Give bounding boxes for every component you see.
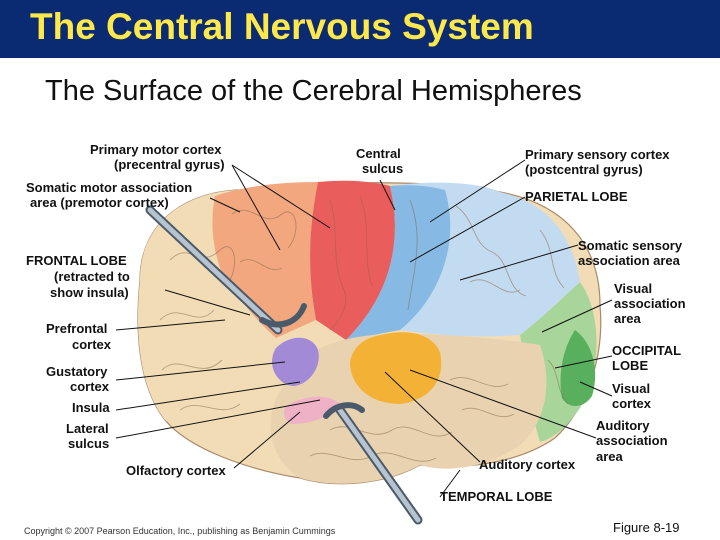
label-frontal-lobe-3: show insula): [50, 285, 129, 300]
leader-lines: [115, 159, 613, 498]
label-somatic-motor-2: area (premotor cortex): [30, 195, 169, 210]
label-somatic-sensory-2: association area: [578, 253, 681, 268]
label-gustatory-2: cortex: [70, 379, 110, 394]
slide-subtitle: The Surface of the Cerebral Hemispheres: [45, 75, 582, 107]
retractor-lower: [323, 402, 423, 525]
figure-number: Figure 8-19: [613, 520, 680, 535]
label-parietal-lobe: PARIETAL LOBE: [525, 189, 628, 204]
temporal-lobe-region: [270, 333, 547, 484]
label-visual-cortex-1: Visual: [612, 381, 650, 396]
label-gustatory-1: Gustatory: [46, 364, 108, 379]
label-occipital-2: LOBE: [612, 358, 648, 373]
label-auditory-assoc-2: association: [596, 433, 668, 448]
label-frontal-lobe-2: (retracted to: [54, 269, 130, 284]
label-auditory-assoc-1: Auditory: [596, 418, 650, 433]
label-primary-motor-1: Primary motor cortex: [90, 142, 222, 157]
label-visual-assoc-1: Visual: [614, 281, 652, 296]
label-primary-sensory-1: Primary sensory cortex: [525, 147, 670, 162]
premotor-cortex-region: [212, 182, 318, 338]
label-occipital-1: OCCIPITAL: [612, 343, 681, 358]
primary-sensory-cortex-region: [346, 185, 451, 340]
olfactory-cortex-region: [284, 396, 340, 424]
visual-cortex-region: [560, 330, 596, 407]
label-visual-assoc-2: association: [614, 296, 686, 311]
label-auditory-assoc-3: area: [596, 449, 624, 464]
primary-motor-cortex-region: [310, 180, 395, 340]
retractor-upper: [145, 205, 307, 335]
label-primary-motor-2: (precentral gyrus): [114, 157, 225, 172]
label-central-sulcus-1: Central: [356, 146, 401, 161]
slide-title: The Central Nervous System: [30, 6, 534, 47]
auditory-cortex-region: [356, 340, 411, 386]
label-somatic-motor-1: Somatic motor association: [26, 180, 192, 195]
title-bar: [0, 0, 720, 58]
label-olfactory-cortex: Olfactory cortex: [126, 463, 226, 478]
label-auditory-cortex: Auditory cortex: [479, 457, 576, 472]
label-visual-assoc-3: area: [614, 311, 642, 326]
label-somatic-sensory-1: Somatic sensory: [578, 238, 683, 253]
copyright-notice: Copyright © 2007 Pearson Education, Inc.…: [24, 526, 336, 536]
label-visual-cortex-2: cortex: [612, 396, 652, 411]
label-prefrontal-1: Prefrontal: [46, 321, 107, 336]
label-temporal-lobe: TEMPORAL LOBE: [440, 489, 553, 504]
label-frontal-lobe-1: FRONTAL LOBE: [26, 253, 127, 268]
label-primary-sensory-2: (postcentral gyrus): [525, 162, 643, 177]
gustatory-cortex-region: [272, 337, 319, 386]
label-central-sulcus-2: sulcus: [362, 161, 403, 176]
label-prefrontal-2: cortex: [72, 337, 112, 352]
label-insula: Insula: [72, 400, 110, 415]
label-lateral-sulcus-2: sulcus: [68, 436, 109, 451]
label-lateral-sulcus-1: Lateral: [66, 421, 109, 436]
